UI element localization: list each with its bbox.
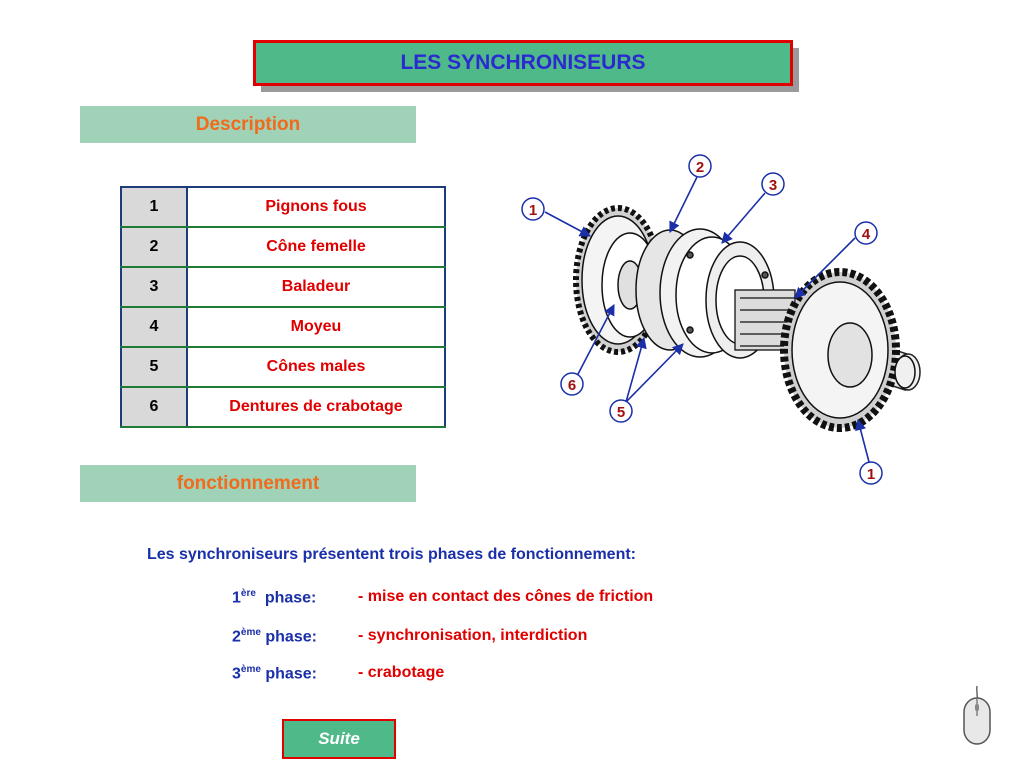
table-row: 3 Baladeur [121,267,445,308]
callout-arrows [544,176,870,463]
part-number: 6 [121,387,188,428]
phase-ordinal: ème [240,664,261,675]
callout-1-left: 1 [521,197,545,221]
part-name: Cône femelle [187,227,445,268]
phase-description: - synchronisation, interdiction [358,627,588,644]
table-row: 1 Pignons fous [121,187,445,228]
phase-ordinal: ème [240,627,261,638]
phase-line-1: 1ère phase: - mise en contact des cônes … [232,588,653,607]
callout-2: 2 [688,154,712,178]
part-name: Pignons fous [187,187,445,228]
table-row: 4 Moyeu [121,307,445,348]
table-row: 5 Cônes males [121,347,445,388]
suite-button[interactable]: Suite [282,719,396,759]
phase-description: - crabotage [358,664,445,681]
callout-3: 3 [761,172,785,196]
phase-label: phase: [265,628,317,646]
phase-label: phase: [264,589,317,607]
part-name: Cônes males [187,347,445,388]
section-description: Description [80,106,416,143]
synchronizer-diagram: 1 2 3 4 5 6 1 [521,154,921,485]
phase-ordinal: ère [240,588,256,599]
page-title: LES SYNCHRONISEURS [253,40,793,86]
part-number: 1 [121,187,188,228]
callout-1-right: 1 [859,461,883,485]
phase-description: - mise en contact des cônes de friction [358,588,654,605]
svg-text:1: 1 [867,466,875,483]
part-number: 4 [121,307,188,348]
svg-text:3: 3 [769,177,777,194]
table-row: 6 Dentures de crabotage [121,387,445,428]
section-fonctionnement: fonctionnement [80,465,416,502]
part-name: Baladeur [187,267,445,308]
phase-number: 3 [232,665,241,683]
svg-text:1: 1 [529,202,537,219]
parts-table: 1 Pignons fous 2 Cône femelle 3 Baladeur… [120,186,446,428]
part-name: Dentures de crabotage [187,387,445,428]
phase-line-3: 3ème phase: - crabotage [232,664,444,683]
part-name: Moyeu [187,307,445,348]
callout-5: 5 [609,399,633,423]
callout-4: 4 [854,221,878,245]
part-number: 2 [121,227,188,268]
table-row: 2 Cône femelle [121,227,445,268]
mouse-icon[interactable] [960,684,994,748]
phase-line-2: 2ème phase: - synchronisation, interdict… [232,627,587,646]
right-gear [780,268,916,432]
svg-text:2: 2 [696,159,704,176]
phase-number: 1 [232,589,241,607]
svg-text:4: 4 [862,226,871,243]
phase-number: 2 [232,628,241,646]
intro-text: Les synchroniseurs présentent trois phas… [147,546,636,563]
phase-label: phase: [265,665,317,683]
svg-text:5: 5 [617,404,625,421]
part-number: 3 [121,267,188,308]
part-number: 5 [121,347,188,388]
callout-6: 6 [560,372,584,396]
svg-text:6: 6 [568,377,576,394]
